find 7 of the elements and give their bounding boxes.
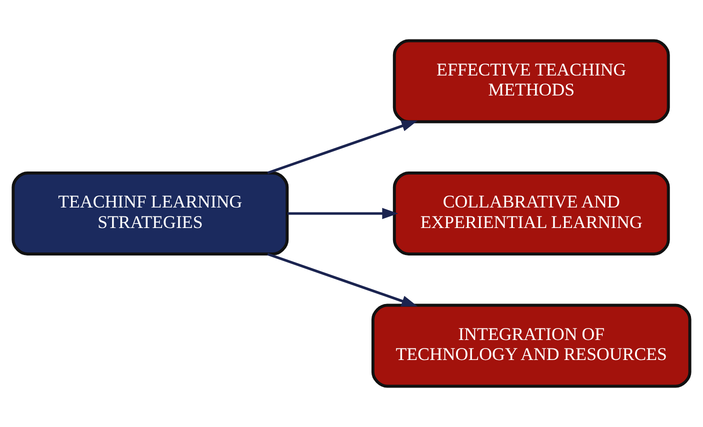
arrow [288, 208, 398, 220]
node-box: EFFECTIVE TEACHING METHODS [392, 39, 670, 124]
arrow [267, 120, 418, 174]
node-box: COLLABRATIVE AND EXPERIENTIAL LEARNING [392, 172, 670, 256]
node-box: INTEGRATION OF TECHNOLOGY AND RESOURCES [371, 304, 692, 388]
node-box: TEACHINF LEARNING STRATEGIES [12, 172, 289, 256]
arrow [267, 252, 418, 306]
